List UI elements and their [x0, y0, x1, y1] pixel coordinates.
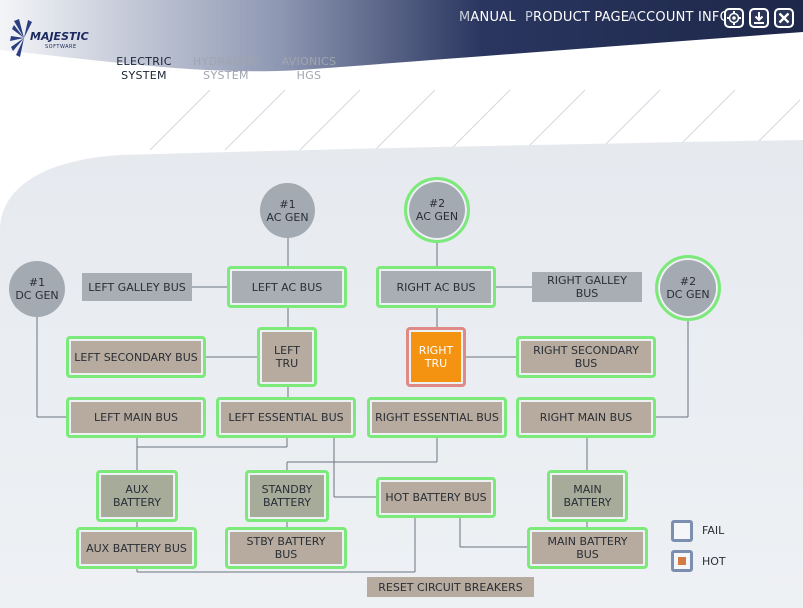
legend-hot-swatch — [671, 550, 693, 572]
download-icon — [754, 12, 764, 24]
logo-turbine-icon — [10, 19, 32, 57]
legend-hot-label: HOT — [702, 555, 726, 568]
logo-subtitle: SOFTWARE — [45, 44, 77, 50]
aux-battery-bus[interactable]: AUX BATTERY BUS — [76, 527, 197, 569]
hot-battery-bus[interactable]: HOT BATTERY BUS — [376, 477, 496, 518]
left-galley-bus[interactable]: LEFT GALLEY BUS — [82, 273, 192, 301]
left-ac-bus[interactable]: LEFT AC BUS — [227, 266, 347, 308]
legend-fail-swatch — [671, 520, 693, 542]
close-icon — [778, 12, 790, 24]
left-secondary-bus[interactable]: LEFT SECONDARY BUS — [66, 336, 206, 378]
manual-link[interactable]: MANUAL — [459, 10, 516, 25]
left-main-bus[interactable]: LEFT MAIN BUS — [66, 397, 206, 438]
download-button[interactable] — [749, 8, 769, 28]
right-essential-bus[interactable]: RIGHT ESSENTIAL BUS — [367, 397, 507, 438]
account-info-link[interactable]: ACCOUNT INFO — [628, 10, 731, 25]
reset-circuit-breakers-button[interactable]: RESET CIRCUIT BREAKERS — [367, 577, 534, 597]
gear-icon — [727, 11, 741, 25]
product-page-link[interactable]: PRODUCT PAGE — [525, 10, 630, 25]
right-ac-bus[interactable]: RIGHT AC BUS — [376, 266, 496, 308]
close-button[interactable] — [774, 8, 794, 28]
right-main-bus[interactable]: RIGHT MAIN BUS — [516, 397, 656, 438]
settings-button[interactable] — [724, 8, 744, 28]
legend-fail-label: FAIL — [702, 524, 725, 537]
logo-wordmark: MAJESTIC — [30, 30, 89, 43]
left-essential-bus[interactable]: LEFT ESSENTIAL BUS — [216, 397, 356, 438]
